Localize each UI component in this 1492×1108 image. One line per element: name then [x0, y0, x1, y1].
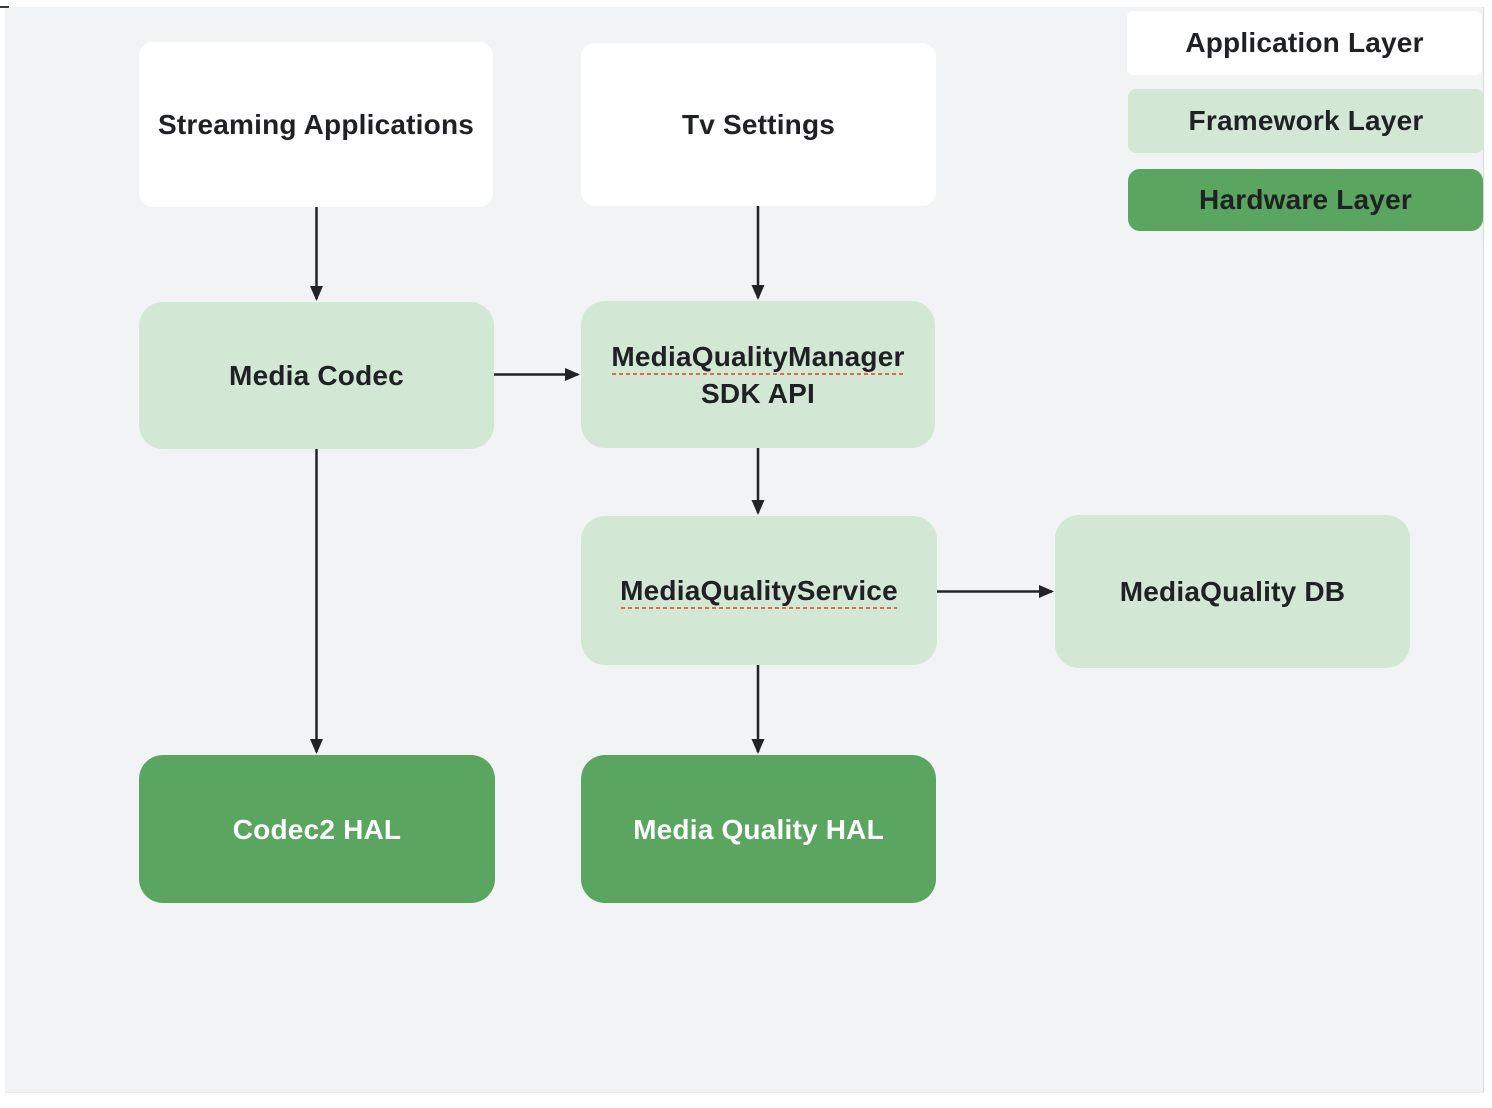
screen-edge-artifact: [0, 6, 9, 8]
node-mediaqualitymanager-sdk-api: MediaQualityManager SDK API: [581, 301, 935, 448]
node-media-codec: Media Codec: [139, 302, 494, 449]
node-mediaquality-db: MediaQuality DB: [1055, 515, 1410, 668]
node-tv-settings-label: Tv Settings: [681, 109, 836, 140]
node-media-codec-label: Media Codec: [229, 360, 404, 391]
legend-hardware-label: Hardware Layer: [1199, 184, 1412, 215]
node-mediaqualitymanager-label-line2: SDK API: [701, 377, 815, 409]
legend-framework-label: Framework Layer: [1188, 105, 1424, 136]
node-mediaqualitymanager-label-line1: MediaQualityManager: [611, 338, 904, 375]
node-mediaquality-db-label: MediaQuality DB: [1119, 576, 1346, 607]
legend-application-label: Application Layer: [1185, 27, 1424, 58]
node-streaming-applications-label: Streaming Applications: [157, 109, 475, 140]
node-tv-settings: Tv Settings: [581, 43, 936, 206]
node-codec2-hal-label: Codec2 HAL: [232, 813, 402, 845]
node-mediaqualityservice-label: MediaQualityService: [620, 572, 898, 609]
node-codec2-hal: Codec2 HAL: [139, 755, 495, 903]
node-streaming-applications: Streaming Applications: [139, 42, 493, 207]
legend-hardware-layer: Hardware Layer: [1128, 169, 1483, 231]
legend-application-layer: Application Layer: [1127, 11, 1482, 75]
node-media-quality-hal-label: Media Quality HAL: [633, 813, 884, 845]
node-mediaqualityservice: MediaQualityService: [581, 516, 937, 665]
legend-framework-layer: Framework Layer: [1128, 89, 1484, 153]
node-media-quality-hal: Media Quality HAL: [581, 755, 936, 903]
